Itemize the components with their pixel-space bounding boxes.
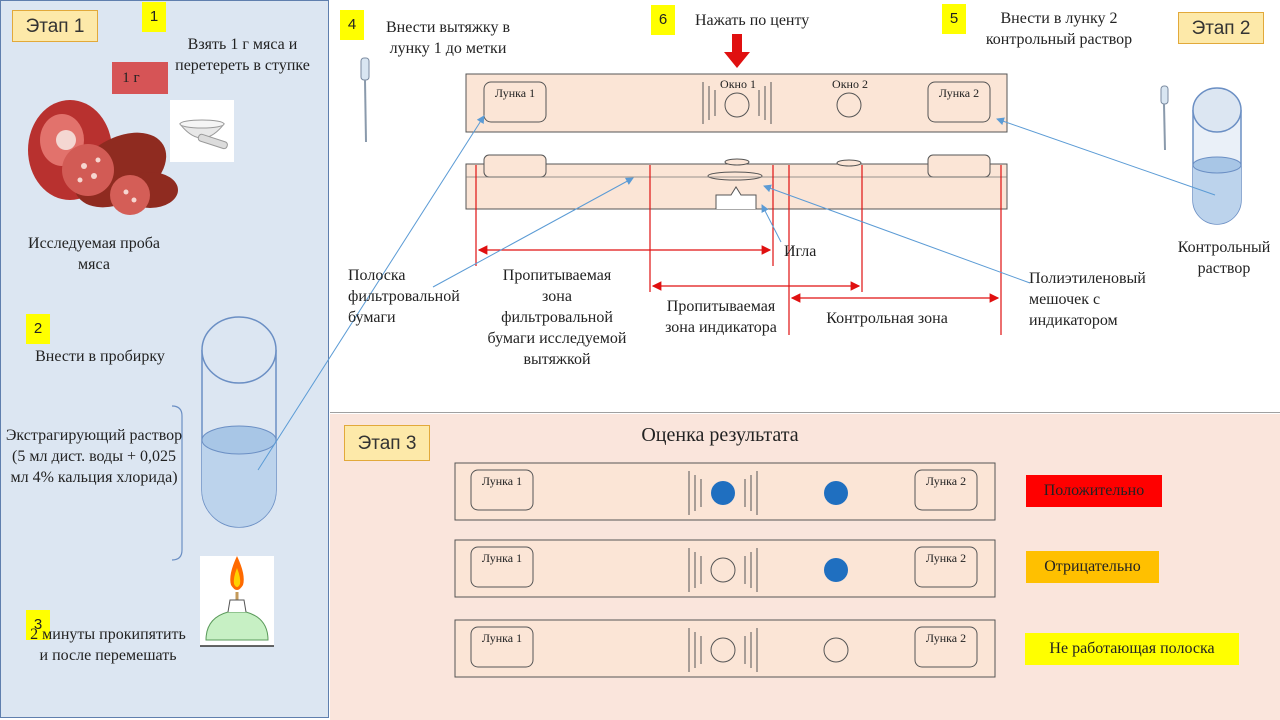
filter-strip-label: Полоска фильтровальной бумаги <box>348 267 460 326</box>
zone-indicator-label: Пропитываемая зона индикатора <box>665 298 777 336</box>
result2-well-2: Лунка 2 <box>925 551 967 565</box>
bag-label: Полиэтиленовый мешочек с индикатором <box>1029 270 1146 329</box>
strip-top-view <box>465 73 1008 133</box>
zone-control-label: Контрольная зона <box>826 310 948 327</box>
burner-icon <box>200 556 274 647</box>
window-1-label: Окно 1 <box>720 77 756 91</box>
step1-number: 1 <box>142 2 166 32</box>
window-2-label: Окно 2 <box>832 77 868 91</box>
step5-number: 5 <box>942 4 966 34</box>
strip-side-view <box>465 154 1008 210</box>
strip-well-1: Лунка 1 <box>494 86 536 100</box>
step3-text: 2 минуты прокипятить и после перемешать <box>30 626 186 664</box>
result-strip-not-working <box>454 619 996 678</box>
result-positive-badge: Положительно <box>1026 475 1162 507</box>
press-arrow <box>724 34 750 68</box>
step2-text: Внести в пробирку <box>35 348 165 365</box>
zone-lines <box>475 165 1002 335</box>
zone-sample-label: Пропитываемая зона фильтровальной бумаги… <box>487 267 627 368</box>
meat-weight-label: 1 г <box>122 70 140 86</box>
result3-well-2: Лунка 2 <box>925 631 967 645</box>
pipette-icon-2 <box>1160 85 1169 151</box>
brace <box>171 405 183 561</box>
mortar-icon <box>170 100 234 162</box>
control-tube <box>1192 87 1242 225</box>
result2-well-1: Лунка 1 <box>481 551 523 565</box>
stage3-label: Этап 3 <box>344 425 430 461</box>
step2-number: 2 <box>26 314 50 344</box>
step5-text: Внести в лунку 2 контрольный раствор <box>985 10 1133 48</box>
pointer-lines <box>257 115 1216 471</box>
control-solution-label: Контрольный раствор <box>1177 239 1271 277</box>
strip-well-2: Лунка 2 <box>938 86 980 100</box>
result-negative-badge: Отрицательно <box>1026 551 1159 583</box>
pipette-icon <box>360 57 370 143</box>
step6-number: 6 <box>651 5 675 35</box>
result-strip-positive <box>454 462 996 521</box>
stage1-label: Этап 1 <box>12 10 98 42</box>
result-strip-negative <box>454 539 996 598</box>
step3-number: 3 <box>26 610 50 640</box>
step6-text: Нажать по центу <box>695 12 810 29</box>
test-tube <box>201 316 277 528</box>
result3-well-1: Лунка 1 <box>481 631 523 645</box>
result-title: Оценка результата <box>641 424 799 446</box>
stage2-label: Этап 2 <box>1178 12 1264 44</box>
needle-label: Игла <box>784 243 817 260</box>
sample-caption: Исследуемая проба мяса <box>28 235 160 273</box>
step1-text: Взять 1 г мяса и перетереть в ступке <box>175 36 310 74</box>
result-not-working-badge: Не работающая полоска <box>1025 633 1239 665</box>
step4-text: Внести вытяжку в лунку 1 до метки <box>386 19 510 57</box>
extract-solution-text: Экстрагирующий раствор (5 мл дист. воды … <box>5 427 183 486</box>
result1-well-1: Лунка 1 <box>481 474 523 488</box>
meat-image <box>28 62 178 215</box>
result1-well-2: Лунка 2 <box>925 474 967 488</box>
step4-number: 4 <box>340 10 364 40</box>
